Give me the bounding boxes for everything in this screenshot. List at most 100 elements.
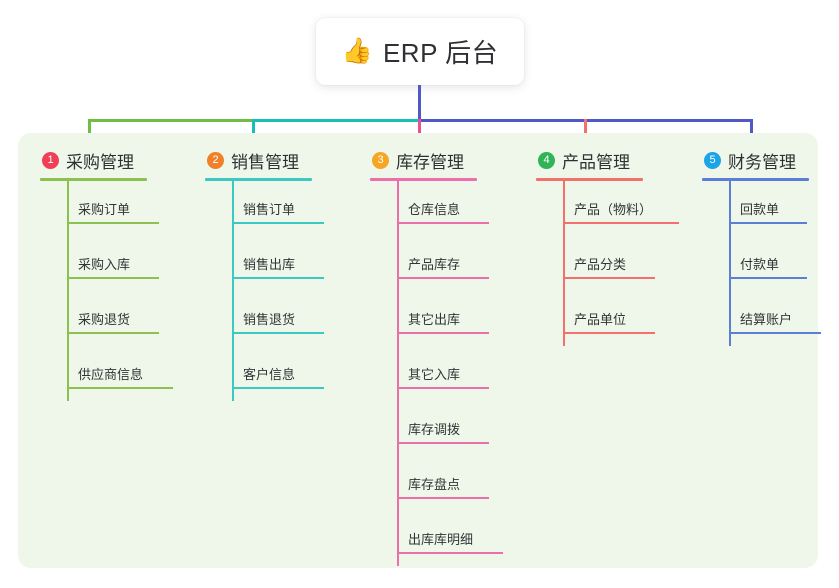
- connector-bus-mid-teal: [252, 119, 420, 122]
- branch-item-label: 库存盘点: [408, 477, 461, 492]
- connector-bus-left-green: [88, 119, 253, 122]
- branch-item-label: 付款单: [740, 257, 780, 272]
- branch-rule-1: [40, 178, 147, 181]
- branch-item-rule: [67, 222, 159, 224]
- branch-item-label: 其它入库: [408, 367, 461, 382]
- branch-item-rule: [397, 497, 489, 499]
- branch-item-label: 销售退货: [243, 312, 296, 327]
- branch-item[interactable]: 产品单位: [536, 291, 655, 346]
- branch-item-rule: [232, 222, 324, 224]
- branch-item[interactable]: 客户信息: [205, 346, 324, 401]
- branch-item-rule: [397, 277, 489, 279]
- branch-item[interactable]: 产品分类: [536, 236, 655, 291]
- branch-item-label: 销售订单: [243, 202, 296, 217]
- branch-item[interactable]: 产品（物料）: [536, 181, 679, 236]
- branch-item-rule: [67, 332, 159, 334]
- branch-item-rule: [232, 277, 324, 279]
- branch-item-rule: [729, 222, 807, 224]
- branch-header-4[interactable]: 4 产品管理: [536, 147, 643, 173]
- branch-title-1: 采购管理: [66, 152, 134, 172]
- branch-item[interactable]: 销售订单: [205, 181, 324, 236]
- branch-item-rule: [232, 387, 324, 389]
- branch-item-label: 回款单: [740, 202, 780, 217]
- branch-item[interactable]: 其它入库: [370, 346, 489, 401]
- branch-trunk-4: [563, 181, 565, 346]
- branch-item-label: 其它出库: [408, 312, 461, 327]
- branch-items-5: 回款单付款单结算账户: [702, 181, 821, 346]
- branch-item-rule: [397, 387, 489, 389]
- branch-item[interactable]: 采购订单: [40, 181, 159, 236]
- branch-item-rule: [397, 222, 489, 224]
- branch-item-label: 产品（物料）: [574, 202, 653, 217]
- branch-item[interactable]: 采购退货: [40, 291, 159, 346]
- branch-item-label: 产品库存: [408, 257, 461, 272]
- branch-trunk-1: [67, 181, 69, 401]
- branch-item[interactable]: 产品库存: [370, 236, 489, 291]
- branch-rule-4: [536, 178, 643, 181]
- branch-item-rule: [563, 332, 655, 334]
- branch-item[interactable]: 库存盘点: [370, 456, 489, 511]
- branch-column-4: 4 产品管理产品（物料） 产品分类产品单位: [536, 147, 679, 346]
- branch-item[interactable]: 销售退货: [205, 291, 324, 346]
- branch-item-label: 结算账户: [740, 312, 793, 327]
- branch-item-label: 产品单位: [574, 312, 627, 327]
- branch-item[interactable]: 采购入库: [40, 236, 159, 291]
- branch-rule-2: [205, 178, 312, 181]
- branch-header-3[interactable]: 3 库存管理: [370, 147, 477, 173]
- branch-item-label: 采购退货: [78, 312, 131, 327]
- branch-item-label: 产品分类: [574, 257, 627, 272]
- branch-item-label: 供应商信息: [78, 367, 144, 382]
- branch-item-rule: [232, 332, 324, 334]
- root-title: ERP 后台: [382, 38, 499, 68]
- branch-item-label: 仓库信息: [408, 202, 461, 217]
- branch-title-4: 产品管理: [562, 152, 630, 172]
- branch-trunk-5: [729, 181, 731, 346]
- branch-badge-4: 4: [538, 151, 555, 169]
- branch-item-rule: [397, 332, 489, 334]
- branch-item-label: 销售出库: [243, 257, 296, 272]
- branch-item[interactable]: 回款单: [702, 181, 809, 236]
- branch-item-label: 库存调拨: [408, 422, 461, 437]
- branch-column-1: 1 采购管理采购订单采购入库采购退货供应商信息: [40, 147, 173, 401]
- branch-rule-5: [702, 178, 809, 181]
- branch-badge-1: 1: [42, 151, 59, 169]
- branch-trunk-2: [232, 181, 234, 401]
- branch-badge-5: 5: [704, 151, 721, 169]
- branch-item-label: 客户信息: [243, 367, 296, 382]
- branch-rule-3: [370, 178, 477, 181]
- branch-items-2: 销售订单销售出库销售退货客户信息: [205, 181, 324, 401]
- branch-item-rule: [729, 332, 821, 334]
- branch-item[interactable]: 库存调拨: [370, 401, 489, 456]
- branch-header-1[interactable]: 1 采购管理: [40, 147, 147, 173]
- branch-item[interactable]: 出库库明细: [370, 511, 503, 566]
- branch-item[interactable]: 仓库信息: [370, 181, 489, 236]
- branch-item-label: 采购订单: [78, 202, 131, 217]
- branch-item-label: 出库库明细: [408, 532, 474, 547]
- branch-item[interactable]: 付款单: [702, 236, 809, 291]
- branch-item-rule: [67, 277, 159, 279]
- thumbs-up-icon: 👍: [341, 37, 373, 65]
- root-node[interactable]: 👍 ERP 后台: [316, 18, 524, 85]
- branch-item-rule: [563, 277, 655, 279]
- branch-item[interactable]: 结算账户: [702, 291, 821, 346]
- branch-header-5[interactable]: 5 财务管理: [702, 147, 809, 173]
- branch-title-5: 财务管理: [728, 152, 796, 172]
- connector-root-stem: [418, 85, 421, 122]
- branch-trunk-3: [397, 181, 399, 566]
- branch-item-rule: [729, 277, 807, 279]
- branch-title-3: 库存管理: [396, 152, 464, 172]
- branch-item[interactable]: 销售出库: [205, 236, 324, 291]
- branch-badge-3: 3: [372, 151, 389, 169]
- branch-item-rule: [397, 442, 489, 444]
- branch-items-1: 采购订单采购入库采购退货供应商信息: [40, 181, 173, 401]
- branch-items-3: 仓库信息产品库存其它出库其它入库库存调拨库存盘点出库库明细: [370, 181, 503, 566]
- branch-column-5: 5 财务管理回款单付款单结算账户: [702, 147, 821, 346]
- branch-item-rule: [563, 222, 679, 224]
- branch-item[interactable]: 其它出库: [370, 291, 489, 346]
- branch-item-rule: [397, 552, 503, 554]
- branch-item-rule: [67, 387, 173, 389]
- branch-item[interactable]: 供应商信息: [40, 346, 173, 401]
